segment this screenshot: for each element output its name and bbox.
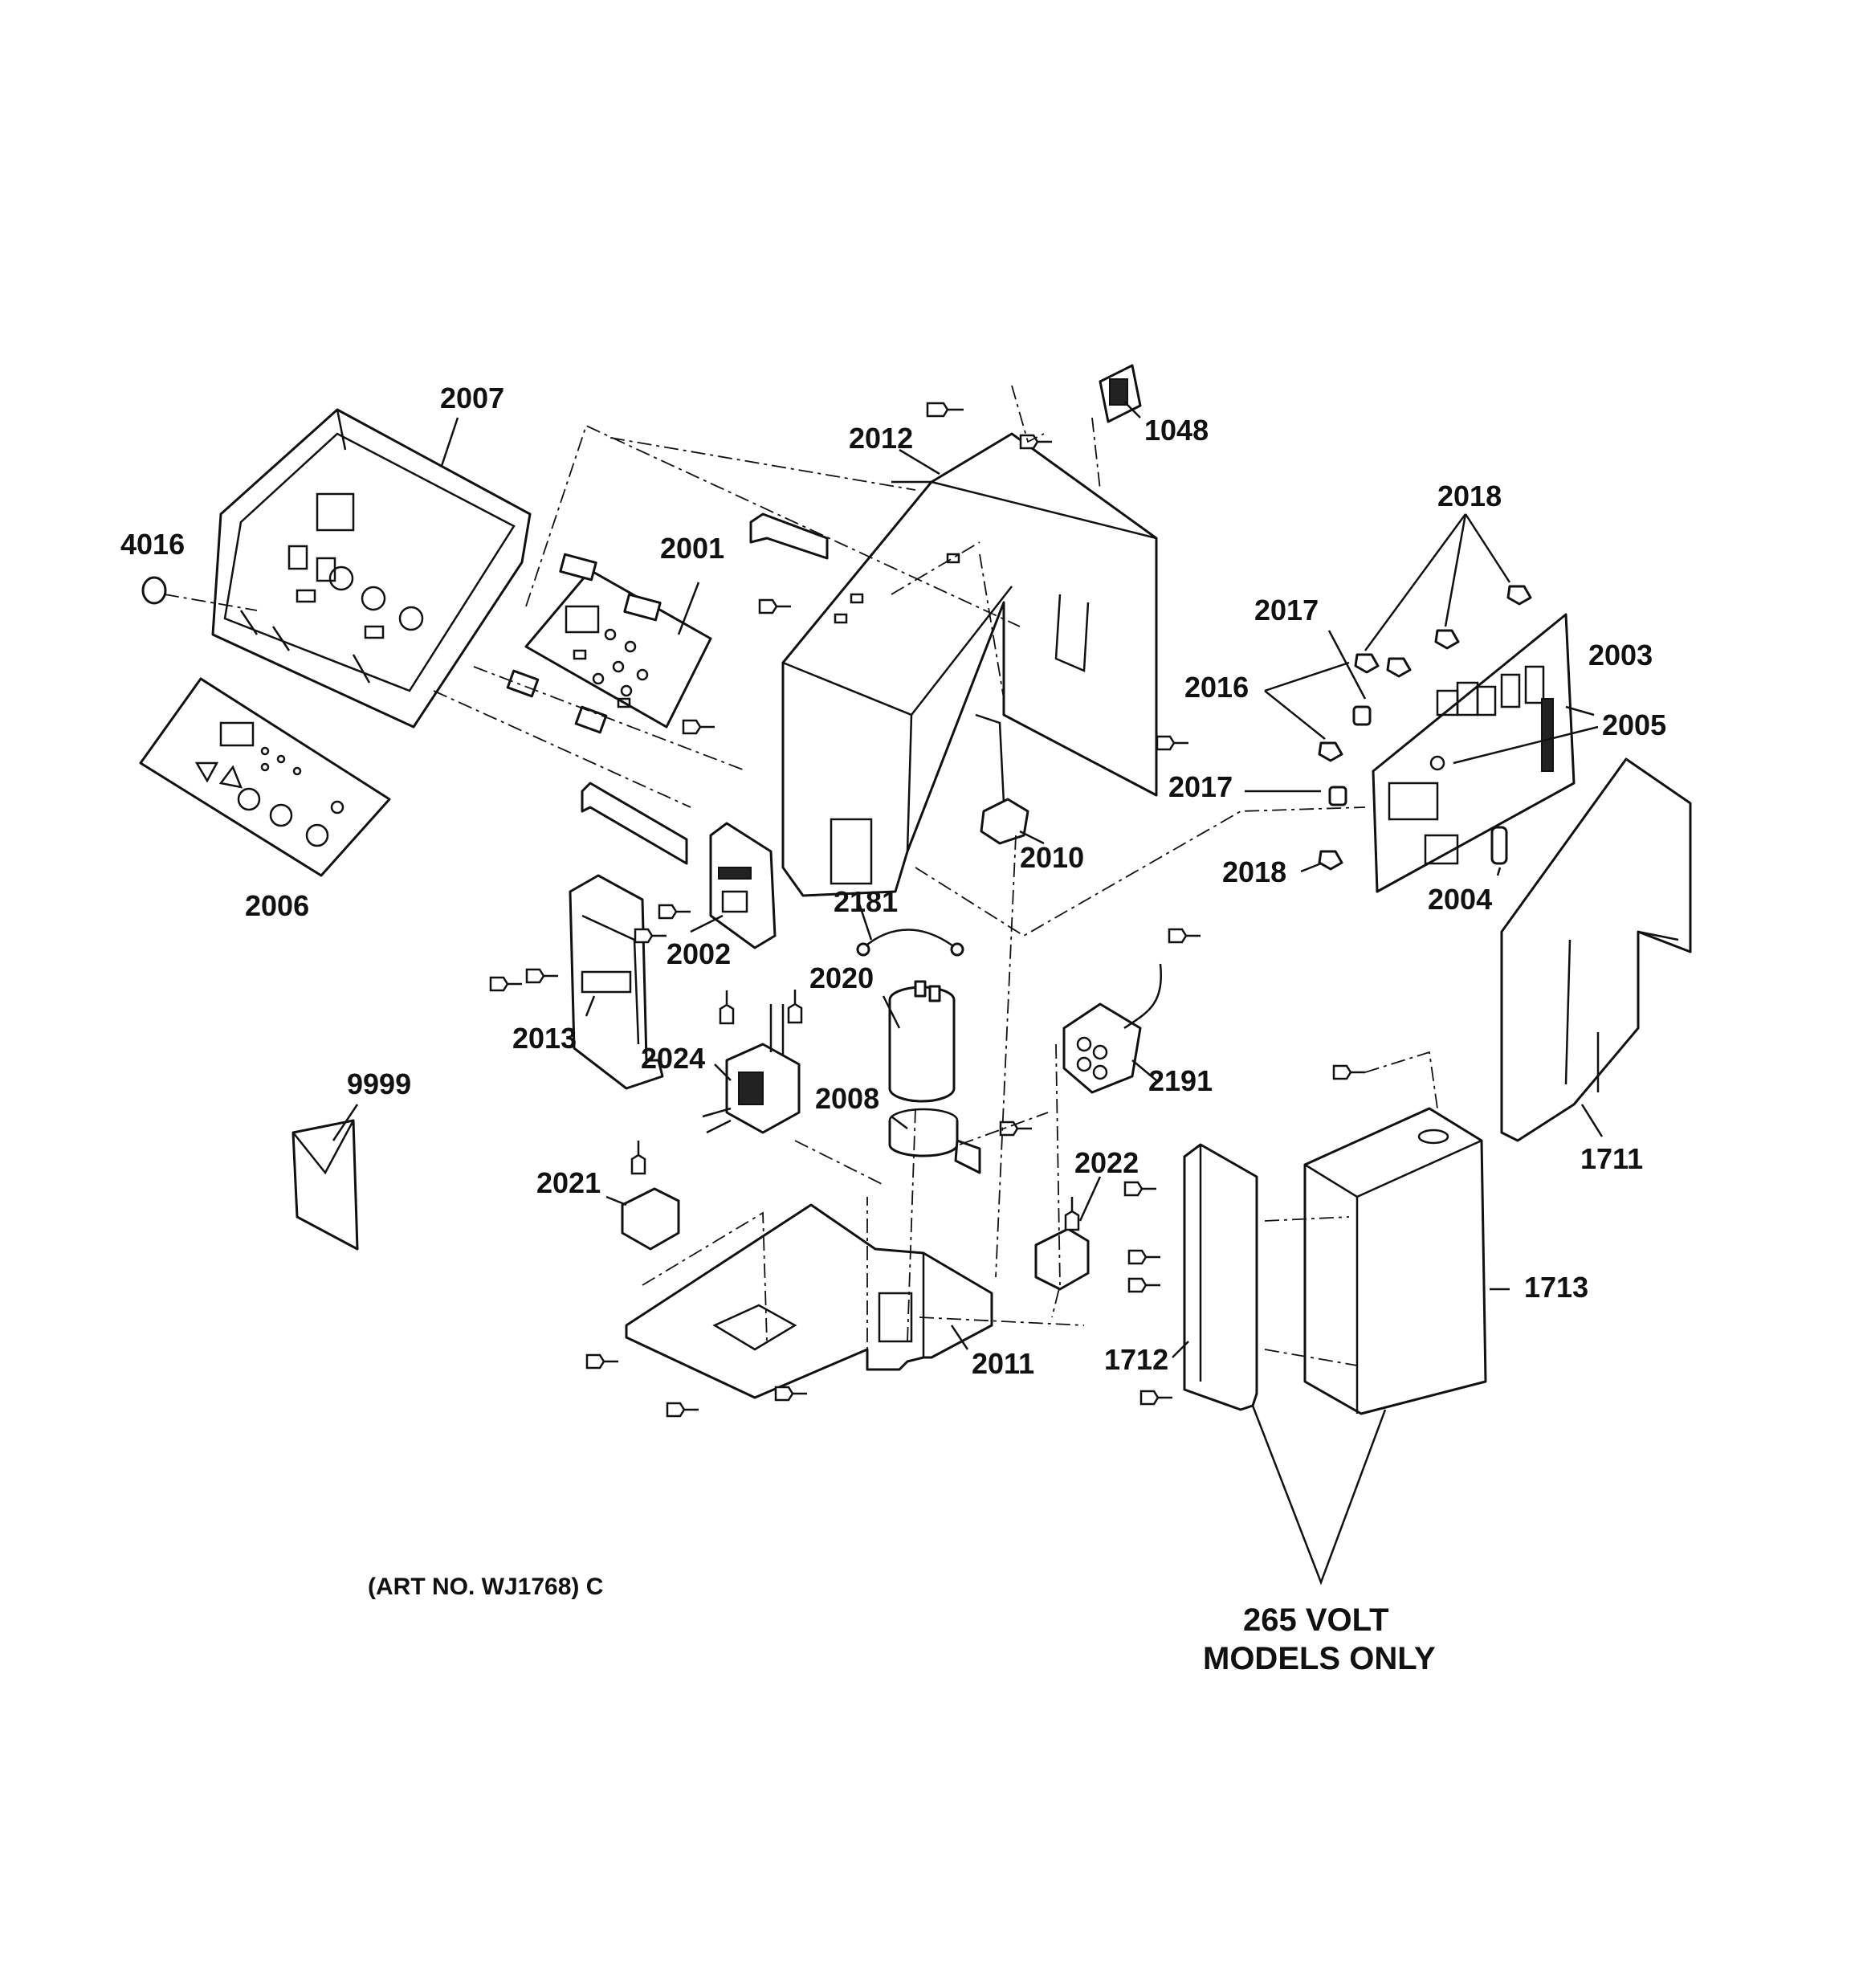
label-1712: 1712 — [1104, 1343, 1168, 1376]
label-1713: 1713 — [1524, 1271, 1588, 1304]
art-number: (ART NO. WJ1768) C — [368, 1574, 603, 1600]
label-9999: 9999 — [347, 1067, 411, 1100]
base-plate — [625, 1203, 993, 1399]
button-caps — [506, 553, 662, 734]
label-2181: 2181 — [834, 885, 898, 918]
label-2016: 2016 — [1184, 671, 1249, 704]
owners-manual — [291, 1119, 359, 1251]
control-box-enclosure — [781, 432, 1158, 897]
label-2011: 2011 — [972, 1347, 1034, 1380]
label-2018-top: 2018 — [1437, 480, 1502, 512]
label-2008: 2008 — [815, 1082, 879, 1115]
jumper-wire — [856, 929, 964, 957]
main-control-board — [1372, 613, 1576, 893]
relay-board — [709, 822, 777, 949]
label-2003: 2003 — [1588, 639, 1653, 672]
label-2012: 2012 — [849, 422, 913, 455]
label-2024: 2024 — [641, 1042, 705, 1075]
side-panel — [1500, 757, 1692, 1142]
label-2006: 2006 — [245, 889, 309, 922]
label-2018-bottom: 2018 — [1222, 855, 1286, 888]
part-labels: 2007 4016 2001 2006 2012 1048 2018 2017 … — [120, 382, 1666, 1380]
label-2002: 2002 — [667, 937, 731, 970]
transformer — [702, 1004, 801, 1134]
label-2005: 2005 — [1602, 708, 1666, 741]
label-2004: 2004 — [1428, 883, 1492, 916]
run-capacitor — [888, 980, 956, 1103]
foam-strips — [581, 512, 829, 865]
relay-2021 — [621, 1187, 680, 1251]
rocker-switch — [1099, 364, 1142, 423]
label-2191: 2191 — [1148, 1064, 1213, 1097]
screws — [489, 402, 1365, 1418]
label-1048: 1048 — [1144, 414, 1209, 447]
wire-harness — [1062, 963, 1163, 1094]
voltage-note-line-2: MODELS ONLY — [1203, 1641, 1436, 1676]
control-panel-housing — [211, 408, 532, 729]
label-2017-top: 2017 — [1254, 594, 1319, 627]
leader-lines — [332, 401, 1604, 1586]
label-2017-bottom: 2017 — [1168, 770, 1233, 803]
control-board — [524, 569, 712, 729]
label-2013: 2013 — [512, 1022, 577, 1055]
label-2010: 2010 — [1020, 841, 1084, 874]
label-1711: 1711 — [1580, 1142, 1643, 1175]
label-2007: 2007 — [440, 382, 504, 414]
electrical-cover — [1183, 1143, 1258, 1411]
label-4016: 4016 — [120, 528, 185, 561]
label-2022: 2022 — [1074, 1146, 1139, 1179]
relay-switch — [980, 798, 1029, 845]
control-overlay-panel — [139, 677, 391, 877]
capacitor-strap — [888, 1108, 981, 1174]
label-2001: 2001 — [660, 532, 724, 565]
assembly-lines — [433, 385, 1438, 1370]
board-standoffs — [1318, 585, 1532, 871]
knob-part — [141, 576, 258, 611]
relay-2022 — [1034, 1227, 1090, 1291]
label-2020: 2020 — [809, 961, 874, 994]
label-2021: 2021 — [536, 1166, 601, 1199]
junction-box — [1303, 1107, 1487, 1415]
voltage-note-line-1: 265 VOLT — [1243, 1602, 1389, 1638]
